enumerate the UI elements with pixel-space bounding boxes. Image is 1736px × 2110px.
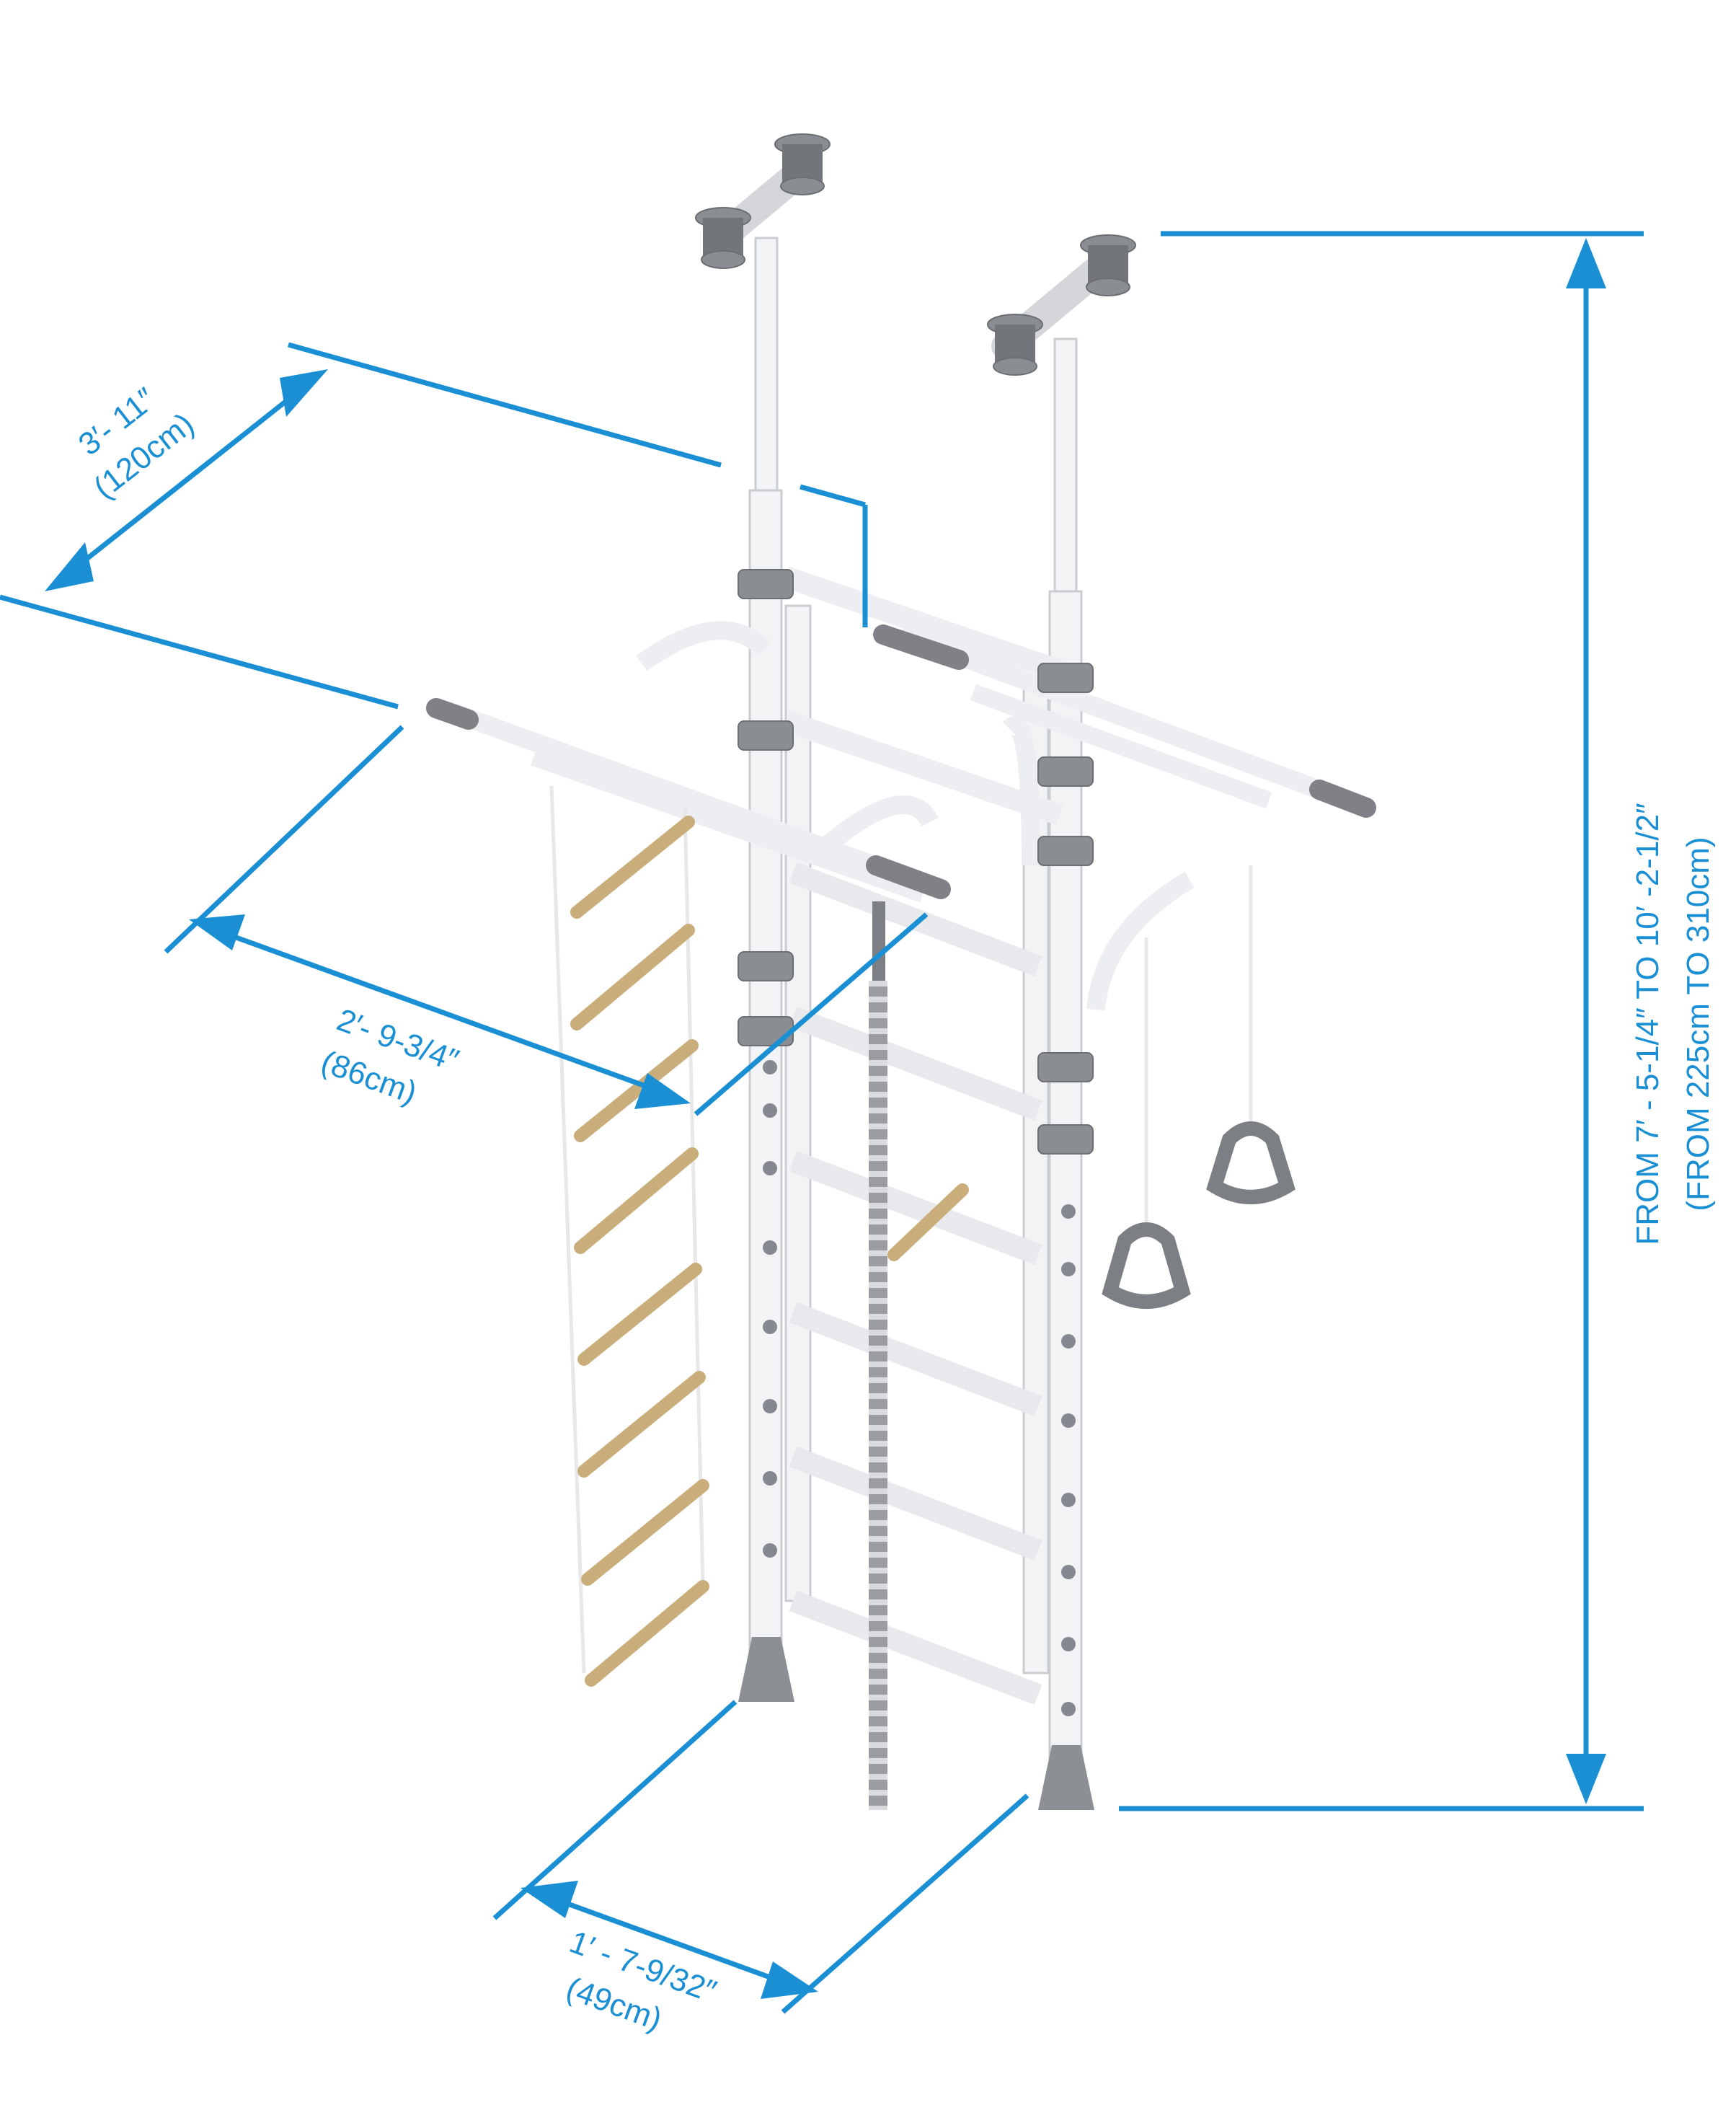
- label-depth: 2′- 9-3/4″ (86cm): [316, 1002, 464, 1111]
- height-imperial: FROM 7′ - 5-1/4″ TO 10′ -2-1/2″: [1630, 803, 1665, 1245]
- pole-foot: [738, 1637, 794, 1702]
- dimension-width: [0, 342, 868, 710]
- pole-foot: [1038, 1745, 1094, 1810]
- arrow-head: [634, 1073, 691, 1109]
- upper-pole: [754, 237, 779, 506]
- pole-clamps: [738, 569, 1094, 1155]
- climbing-rope: [869, 901, 887, 1810]
- upper-pole: [1053, 337, 1078, 600]
- handle-grip: [426, 698, 479, 730]
- label-height: FROM 7′ - 5-1/4″ TO 10′ -2-1/2″ (FROM 22…: [1630, 803, 1716, 1245]
- label-base: 1′ - 7-9/32″ (49cm): [562, 1924, 721, 2037]
- main-pole-back: [748, 489, 783, 1674]
- handle-grip: [873, 624, 969, 670]
- arrow-head: [521, 1881, 578, 1918]
- arrow-head: [1566, 238, 1606, 288]
- rope-ladder: [549, 785, 969, 1687]
- ceiling-mount-plate: [1080, 234, 1136, 296]
- arrow-head: [1566, 1754, 1606, 1804]
- arrow-head: [280, 369, 328, 417]
- dimension-depth: [164, 725, 929, 1116]
- ceiling-mounts: [695, 133, 1136, 376]
- dimension-height: [1119, 231, 1644, 1811]
- arrow-head: [45, 542, 94, 591]
- ceiling-mount-plate: [987, 314, 1043, 376]
- ceiling-mount-plate: [774, 133, 831, 195]
- main-pole-front: [1048, 590, 1083, 1783]
- height-metric: (FROM 225cm TO 310cm): [1680, 837, 1716, 1211]
- ceiling-mount-plate: [695, 207, 751, 269]
- top-frame: [443, 566, 1352, 1011]
- wall-bar-rungs: [789, 862, 1042, 1705]
- arrow-head: [189, 914, 245, 950]
- gymnastic-rings: [1102, 865, 1296, 1309]
- arrow-head: [761, 1961, 818, 1999]
- pole-pegs: [763, 1060, 1076, 1716]
- dimension-base: [492, 1700, 1029, 2014]
- handle-grip: [866, 855, 951, 899]
- handle-grip: [1309, 780, 1376, 818]
- gym-structure: [426, 133, 1376, 1810]
